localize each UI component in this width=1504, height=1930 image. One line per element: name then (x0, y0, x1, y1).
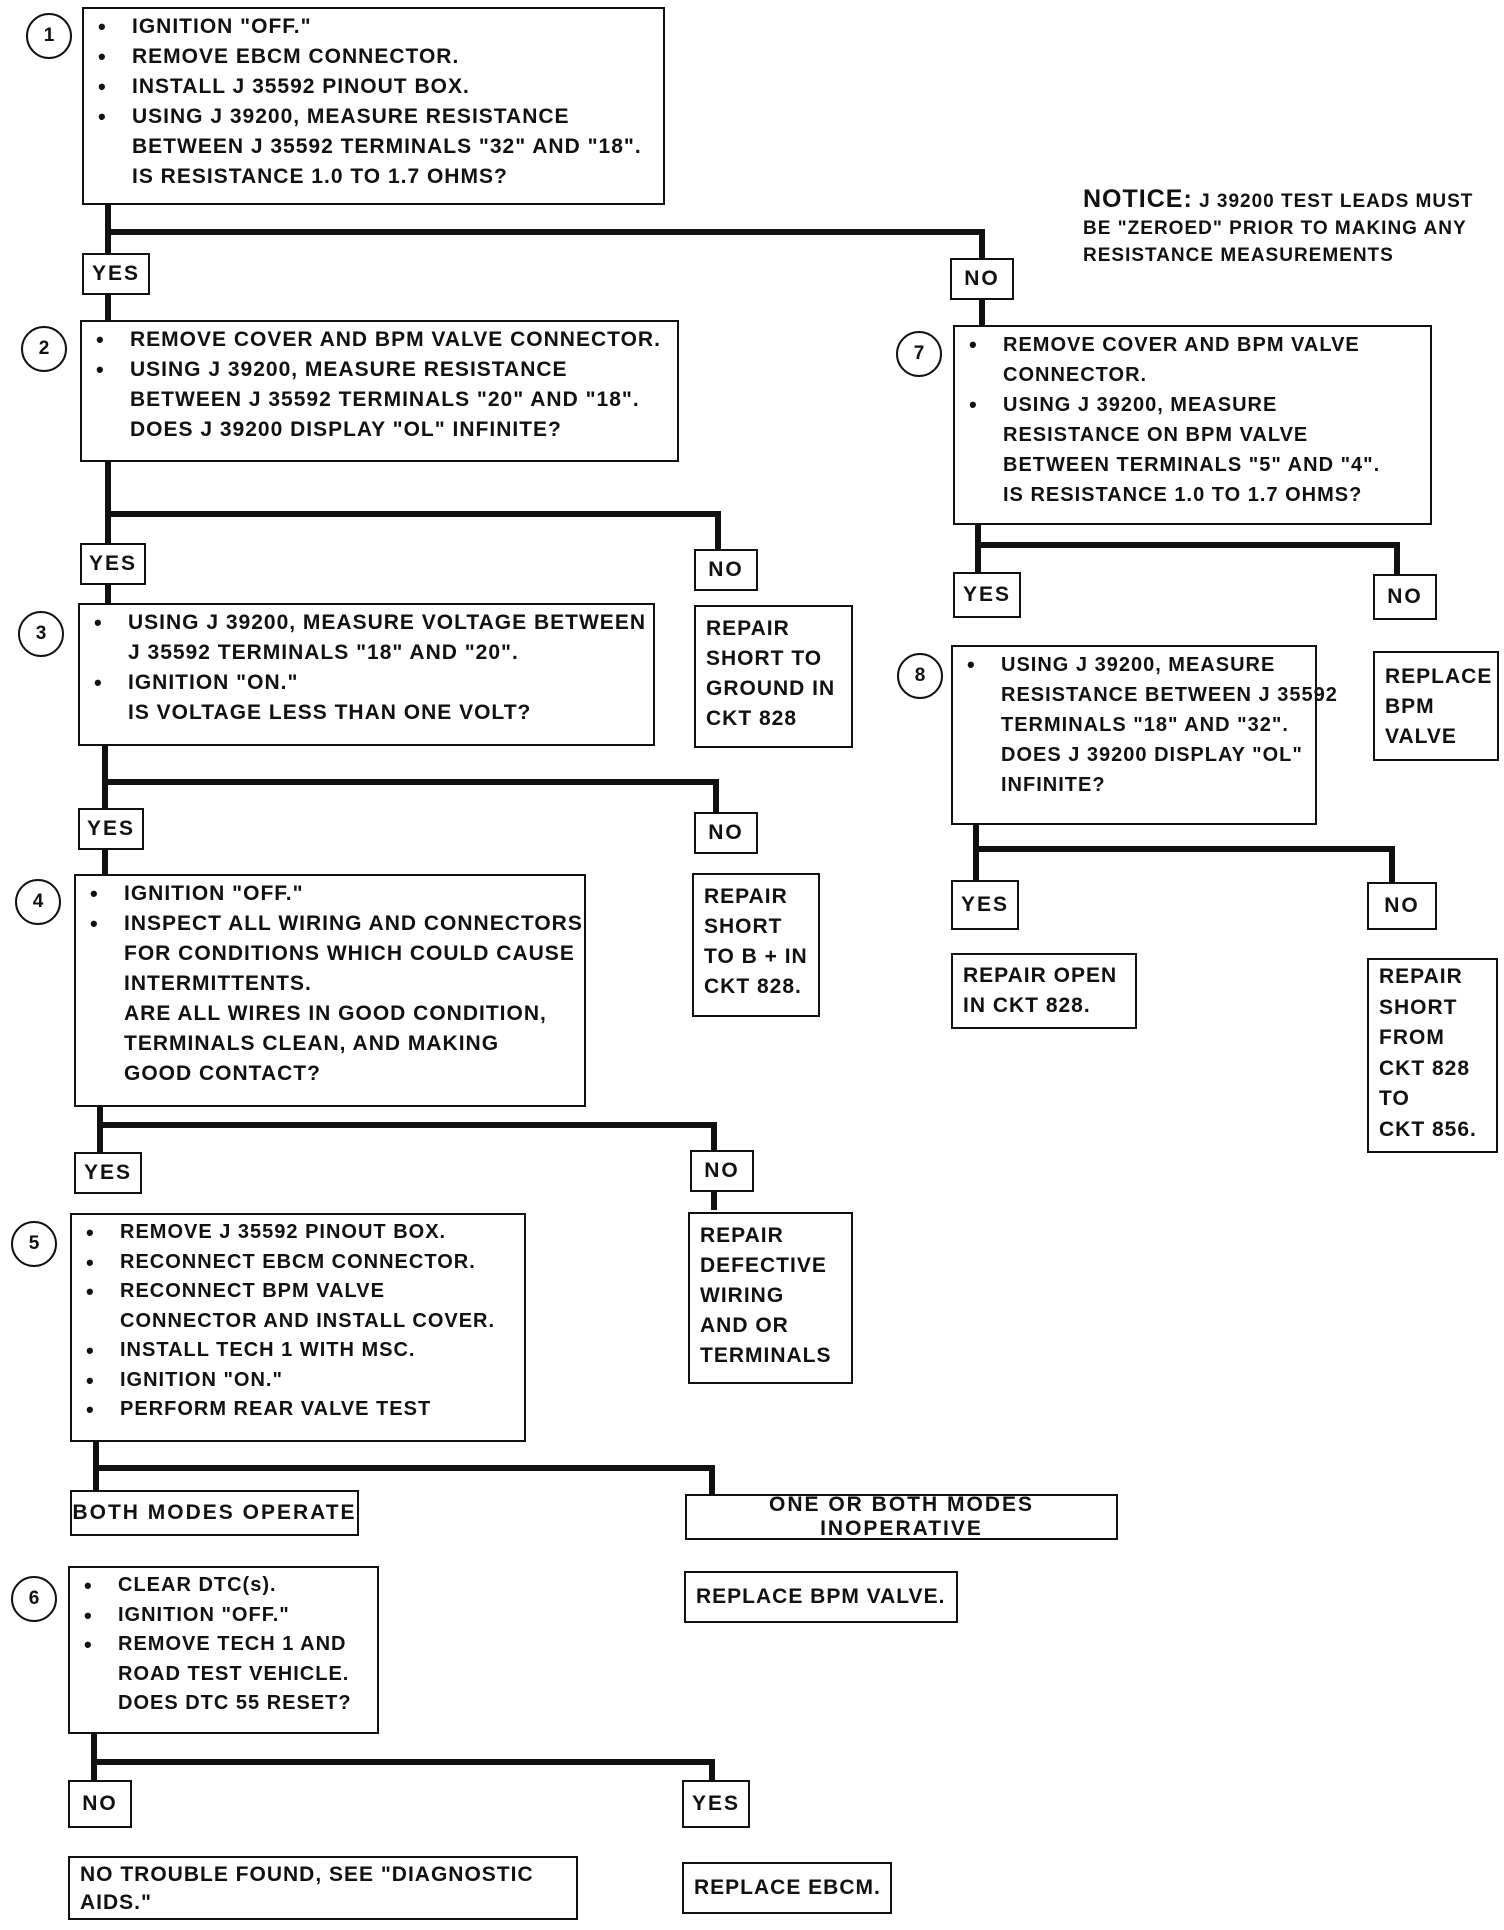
step-5-item: REMOVE J 35592 PINOUT BOX. (82, 1218, 514, 1248)
step-4-no-label: NO (690, 1150, 754, 1192)
step-7-yes-label: YES (953, 572, 1021, 618)
step-4-yes-label: YES (74, 1152, 142, 1194)
step-5-box: REMOVE J 35592 PINOUT BOX. RECONNECT EBC… (70, 1213, 526, 1442)
step-1-item: IGNITION "OFF." (94, 12, 653, 42)
step-6-no-label: NO (68, 1780, 132, 1828)
step-3-number: 3 (18, 611, 64, 657)
step-2-no-label: NO (694, 549, 758, 591)
step-5-item: IGNITION "ON." (82, 1366, 514, 1396)
step-8-yes-label: YES (951, 880, 1019, 930)
step-1-item: INSTALL J 35592 PINOUT BOX. (94, 72, 653, 102)
notice-text: NOTICE: J 39200 TEST LEADS MUST BE "ZERO… (1083, 186, 1473, 269)
step-7-number: 7 (896, 331, 942, 377)
connector-4 (97, 1104, 717, 1154)
notice-heading: NOTICE: (1083, 185, 1193, 213)
connector-7 (975, 523, 1400, 576)
notice-line: J 39200 TEST LEADS MUST (1199, 191, 1474, 212)
step-4-box: IGNITION "OFF." INSPECT ALL WIRING AND C… (74, 874, 586, 1107)
step-6-box: CLEAR DTC(s). IGNITION "OFF." REMOVE TEC… (68, 1566, 379, 1734)
step-5-number: 5 (11, 1221, 57, 1267)
step-8-number: 8 (897, 653, 943, 699)
step-3-no-label: NO (694, 812, 758, 854)
step-5-item: RECONNECT EBCM CONNECTOR. (82, 1248, 514, 1278)
step-5-item: PERFORM REAR VALVE TEST (82, 1395, 514, 1425)
connector-8 (973, 822, 1395, 882)
step-6-item: IGNITION "OFF." (80, 1601, 367, 1631)
replace-bpm-valve-box: REPLACE BPM VALVE. (684, 1571, 958, 1623)
step-2-box: REMOVE COVER AND BPM VALVE CONNECTOR. US… (80, 320, 679, 462)
step-2-number: 2 (21, 326, 67, 372)
step-2-item: USING J 39200, MEASURE RESISTANCEBETWEEN… (92, 355, 667, 445)
step-1-item: USING J 39200, MEASURE RESISTANCEBETWEEN… (94, 102, 653, 192)
connector-6 (91, 1730, 715, 1780)
step-4-item: IGNITION "OFF." (86, 879, 574, 909)
step-5-item: INSTALL TECH 1 WITH MSC. (82, 1336, 514, 1366)
step-3-item: IGNITION "ON."IS VOLTAGE LESS THAN ONE V… (90, 668, 643, 728)
notice-line: RESISTANCE MEASUREMENTS (1083, 245, 1394, 266)
step-6-item: CLEAR DTC(s). (80, 1571, 367, 1601)
replace-ebcm-box: REPLACE EBCM. (682, 1862, 892, 1914)
connector-3 (102, 744, 719, 813)
modes-inoperative-label: ONE OR BOTH MODES INOPERATIVE (685, 1493, 1118, 1540)
both-modes-operate-label: BOTH MODES OPERATE (70, 1490, 359, 1536)
connector-1 (105, 203, 985, 262)
connector-2 (105, 460, 721, 550)
step-6-yes-label: YES (682, 1780, 750, 1828)
step-3-yes-label: YES (78, 808, 144, 850)
step-7-no-label: NO (1373, 574, 1437, 620)
step-2-item: REMOVE COVER AND BPM VALVE CONNECTOR. (92, 325, 667, 355)
connector-5 (93, 1440, 715, 1496)
step-6-number: 6 (11, 1576, 57, 1622)
step-1-number: 1 (26, 13, 72, 59)
step-1-box: IGNITION "OFF." REMOVE EBCM CONNECTOR. I… (82, 7, 665, 205)
step-3-box: USING J 39200, MEASURE VOLTAGE BETWEENJ … (78, 603, 655, 746)
step-1-yes-label: YES (82, 253, 150, 295)
step-3-item: USING J 39200, MEASURE VOLTAGE BETWEENJ … (90, 608, 645, 668)
step-8-no-label: NO (1367, 882, 1437, 930)
step-2-yes-label: YES (80, 543, 146, 585)
step-1-item: REMOVE EBCM CONNECTOR. (94, 42, 653, 72)
step-1-no-label: NO (950, 258, 1014, 300)
step-4-number: 4 (15, 879, 61, 925)
notice-line: BE "ZEROED" PRIOR TO MAKING ANY (1083, 218, 1467, 239)
